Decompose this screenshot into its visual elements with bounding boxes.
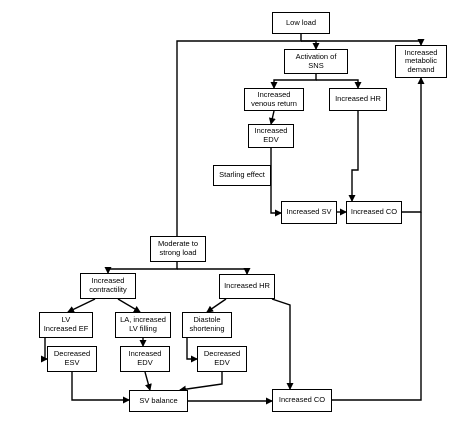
node-moderate-to-strong-load: Moderate to strong load bbox=[150, 236, 206, 262]
connector-hr-to-co-bottom bbox=[271, 298, 294, 390]
connector-low-load-split bbox=[176, 34, 302, 236]
connector-contractility-to-la bbox=[117, 298, 141, 313]
node-low-load: Low load bbox=[272, 12, 330, 34]
node-increased-contractility: Increased contractility bbox=[80, 273, 136, 299]
connector-diastole-to-edv bbox=[186, 338, 198, 363]
connector-lv-to-esv bbox=[41, 338, 48, 363]
connector-venous-return-to-edv bbox=[268, 110, 276, 125]
node-decreased-edv: Decreased EDV bbox=[197, 346, 247, 372]
connector-to-sns bbox=[301, 40, 320, 50]
connector-co-to-metabolic-demand bbox=[402, 77, 425, 213]
connector-decreased-edv-to-sv-balance bbox=[179, 372, 223, 393]
node-lv-increased-ef: LV Increased EF bbox=[39, 312, 93, 338]
connector-sns-split bbox=[270, 74, 317, 89]
connector-contractility-to-lv bbox=[67, 298, 96, 313]
node-diastole-shortening: Diastole shortening bbox=[182, 312, 232, 338]
node-increased-co-top: Increased CO bbox=[346, 201, 402, 224]
connector-to-metabolic-demand bbox=[301, 39, 425, 46]
connector-edv-to-sv-balance bbox=[144, 371, 152, 391]
connector-sns-to-hr bbox=[316, 79, 362, 89]
node-starling-effect: Starling effect bbox=[213, 165, 271, 186]
node-increased-sv: Increased SV bbox=[281, 201, 337, 224]
node-increased-co-bottom: Increased CO bbox=[272, 389, 332, 412]
node-increased-hr-bottom: Increased HR bbox=[219, 274, 275, 299]
node-la-increased-lv-filling: LA, increased LV filling bbox=[115, 312, 171, 338]
node-increased-hr-top: Increased HR bbox=[329, 88, 387, 111]
node-increased-edv-bottom: Increased EDV bbox=[120, 346, 170, 372]
node-activation-sns: Activation of SNS bbox=[284, 49, 348, 74]
node-increased-metabolic-demand: Increased metabolic demand bbox=[395, 45, 447, 78]
connector-hr-to-co bbox=[348, 111, 359, 202]
connector-edv-to-sv bbox=[270, 148, 282, 217]
connector-moderate-load-split bbox=[104, 262, 178, 274]
connector-esv-to-sv-balance bbox=[71, 372, 130, 404]
node-decreased-esv: Decreased ESV bbox=[47, 346, 97, 372]
node-increased-venous-return: Increased venous return bbox=[244, 88, 304, 111]
connector-hr-to-diastole bbox=[206, 298, 227, 313]
connector-co-to-demand-return bbox=[332, 212, 422, 401]
connector-moderate-to-hr bbox=[177, 268, 251, 275]
node-increased-edv-top: Increased EDV bbox=[248, 124, 294, 148]
node-sv-balance: SV balance bbox=[129, 390, 188, 412]
